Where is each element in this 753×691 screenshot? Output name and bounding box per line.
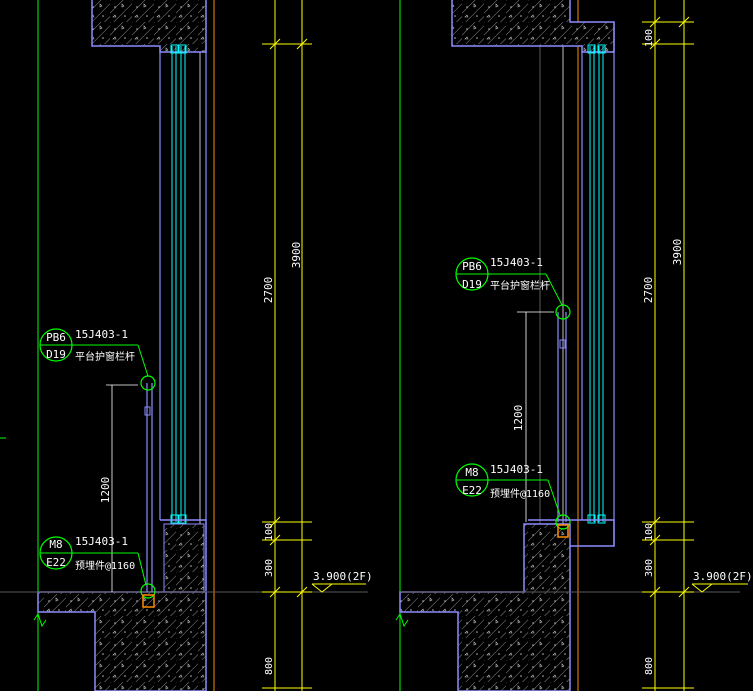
right-dim-total: 3900: [671, 239, 684, 266]
right-railing: [517, 304, 571, 538]
left-dim-window: 2700: [262, 277, 275, 304]
left-detail: 1200 PB6 D19 15J403-1 平台护窗栏杆 M8 E22 15J4…: [0, 0, 373, 691]
left-upper-wall: [91, 0, 207, 53]
left-m8-ref: 15J403-1: [75, 535, 128, 548]
left-level-text: 3.900(2F): [313, 570, 373, 583]
left-pb6-desc: 平台护窗栏杆: [75, 350, 135, 363]
right-level-marker: 3.900(2F): [691, 570, 753, 593]
left-dim-floor: 800: [264, 657, 275, 675]
left-break-line: [33, 612, 47, 628]
left-m8-desc: 预埋件@1160: [75, 560, 135, 572]
left-pb6-ref: 15J403-1: [75, 328, 128, 341]
left-callout-pb6: PB6 D19 15J403-1 平台护窗栏杆: [39, 328, 149, 377]
right-pb6-ref: 15J403-1: [490, 256, 543, 269]
left-m8-sheet: E22: [46, 556, 66, 569]
left-floor-slab: [37, 591, 207, 691]
right-m8-desc: 预埋件@1160: [490, 488, 550, 500]
left-m8-code: M8: [49, 538, 62, 551]
right-window: [587, 44, 606, 524]
right-pb6-code: PB6: [462, 260, 482, 273]
right-break-line: [395, 612, 409, 628]
left-pb6-code: PB6: [46, 331, 66, 344]
right-m8-sheet: E22: [462, 484, 482, 497]
right-level-text: 3.900(2F): [693, 570, 753, 583]
right-pb6-sheet: D19: [462, 278, 482, 291]
left-callout-m8: M8 E22 15J403-1 预埋件@1160: [39, 535, 147, 586]
right-callout-pb6: PB6 D19 15J403-1 平台护窗栏杆: [455, 256, 563, 306]
right-floor-slab: [399, 523, 571, 691]
left-railing: [106, 375, 156, 608]
right-dim-window: 2700: [642, 277, 655, 304]
right-dim-bottom: 100: [644, 523, 655, 541]
right-rail-height: 1200: [512, 405, 525, 432]
right-m8-ref: 15J403-1: [490, 463, 543, 476]
right-detail: 1200 PB6 D19 15J403-1 平台护窗栏杆 M8 E22 15J4…: [395, 0, 753, 691]
right-pb6-desc: 平台护窗栏杆: [490, 279, 550, 292]
left-pb6-sheet: D19: [46, 348, 66, 361]
left-sill-wall: [163, 523, 205, 593]
left-level-marker: 3.900(2F): [311, 570, 373, 593]
right-dim-top: 100: [644, 29, 655, 47]
right-m8-code: M8: [465, 466, 478, 479]
right-upper-wall: [451, 0, 615, 53]
left-dim-sill: 300: [264, 559, 275, 577]
right-callout-m8: M8 E22 15J403-1 预埋件@1160: [455, 463, 561, 516]
left-window: [170, 44, 187, 524]
left-dim-bottom: 100: [264, 523, 275, 541]
right-dim-sill: 300: [644, 559, 655, 577]
right-dim-floor: 800: [644, 657, 655, 675]
left-dim-total: 3900: [290, 242, 303, 269]
left-rail-height: 1200: [99, 477, 112, 504]
